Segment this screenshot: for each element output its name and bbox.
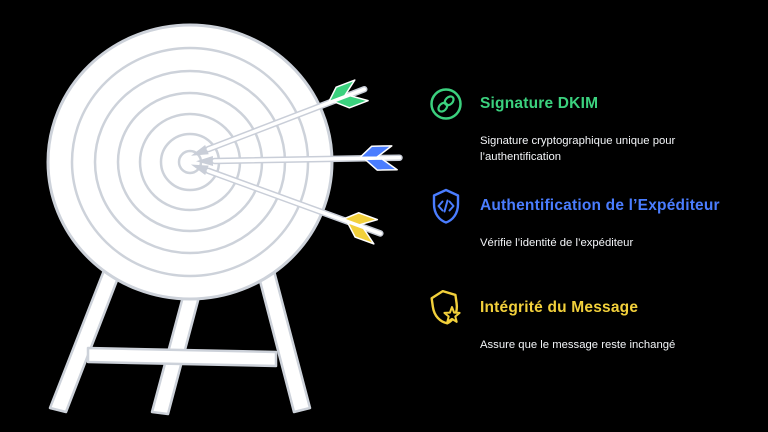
shield-code-icon <box>428 186 464 226</box>
feature-header: Signature DKIM <box>428 84 733 124</box>
feature-title-dkim: Signature DKIM <box>480 95 599 112</box>
feature-description-message-integrity: Assure que le message reste inchangé <box>480 339 676 351</box>
feature-description-dkim: Signature cryptographique unique pour l’… <box>480 135 676 164</box>
feature-header: Intégrité du Message <box>428 288 733 328</box>
feature-header: Authentification de l’Expéditeur <box>428 186 733 226</box>
feature-description-sender-auth: Vérifie l’identité de l’expéditeur <box>480 237 634 249</box>
arrow-yellow <box>190 164 384 245</box>
feature-signature-dkim: Signature DKIM Signature cryptographique… <box>428 84 733 165</box>
link-circle-icon <box>428 84 464 124</box>
target-illustration <box>46 23 403 416</box>
arrow-green <box>191 79 369 156</box>
shield-burst-icon <box>428 288 464 328</box>
feature-sender-auth: Authentification de l’Expéditeur Vérifie… <box>428 186 733 251</box>
arrow-blue <box>196 145 403 171</box>
feature-title-sender-auth: Authentification de l’Expéditeur <box>480 197 720 214</box>
feature-title-message-integrity: Intégrité du Message <box>480 299 639 316</box>
feature-message-integrity: Intégrité du Message Assure que le messa… <box>428 288 733 353</box>
